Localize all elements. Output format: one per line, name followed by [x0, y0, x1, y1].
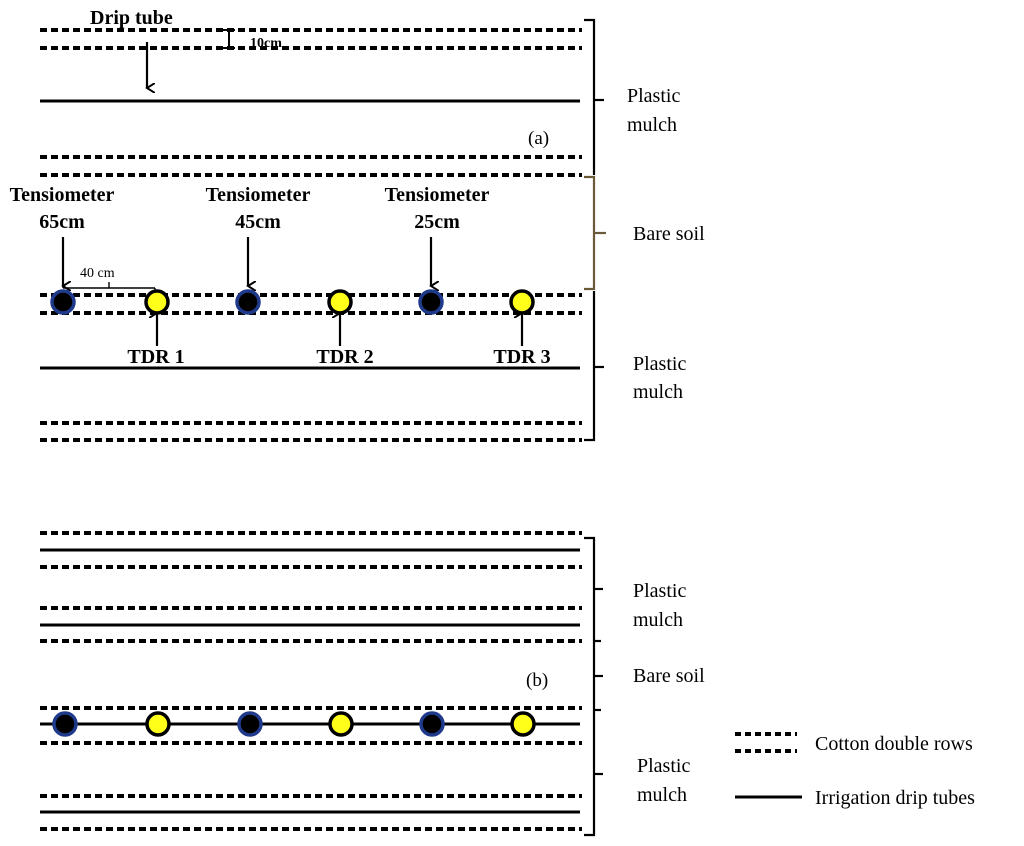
- tdr-marker: [509, 289, 535, 315]
- panel-a: [40, 18, 606, 442]
- tensiometer-marker: [237, 711, 263, 737]
- spacing-marker: [223, 29, 235, 49]
- tdr-label: TDR 3: [493, 346, 550, 368]
- tdr-label: TDR 2: [316, 346, 373, 368]
- tdr-marker: [144, 289, 170, 315]
- zone-label: mulch: [633, 609, 683, 631]
- zone-bracket-mulch-bottom: [584, 291, 604, 442]
- tensiometer-marker: [418, 289, 444, 315]
- legend-cotton-label: Cotton double rows: [815, 733, 973, 755]
- zone-bracket-b: [584, 536, 603, 837]
- zone-bracket-bare-soil: [584, 175, 606, 291]
- tdr-marker: [327, 289, 353, 315]
- legend-cotton-swatch: [735, 732, 797, 753]
- tensiometer-marker: [52, 711, 78, 737]
- tensiometer-marker: [50, 289, 76, 315]
- tensiometer-label: Tensiometer: [385, 184, 490, 206]
- tdr-marker: [328, 711, 354, 737]
- drip-tube-label: Drip tube: [90, 7, 173, 29]
- tdr-label: TDR 1: [127, 346, 184, 368]
- tensiometer-label: Tensiometer: [10, 184, 115, 206]
- tdr-marker: [510, 711, 536, 737]
- zone-label: mulch: [627, 114, 677, 136]
- legend: Cotton double rows Irrigation drip tubes: [735, 732, 975, 809]
- zone-label: Plastic: [627, 85, 680, 107]
- tensiometer-depth: 25cm: [414, 211, 460, 233]
- zone-label: Plastic: [633, 580, 686, 602]
- zone-label: Plastic: [633, 353, 686, 375]
- panel-a-tag: (a): [528, 128, 549, 149]
- zone-label: mulch: [637, 784, 687, 806]
- tensiometer-marker: [419, 711, 445, 737]
- legend-drip-label: Irrigation drip tubes: [815, 787, 975, 809]
- tdr-marker: [145, 711, 171, 737]
- tensiometer-depth: 65cm: [39, 211, 85, 233]
- cotton-rows-b: [40, 531, 582, 831]
- tensiometer-marker: [235, 289, 261, 315]
- zone-bracket-mulch-top: [584, 18, 604, 175]
- cotton-rows-a: [40, 28, 582, 442]
- sensor-gap-label: 40 cm: [80, 266, 115, 281]
- zone-label: mulch: [633, 381, 683, 403]
- zone-label: Bare soil: [633, 223, 705, 245]
- panel-b-tag: (b): [526, 670, 548, 691]
- spacing-label: 10cm: [250, 36, 282, 51]
- panel-b: [40, 531, 603, 837]
- tensiometer-depth: 45cm: [235, 211, 281, 233]
- zone-label: Plastic: [637, 755, 690, 777]
- tensiometer-label: Tensiometer: [206, 184, 311, 206]
- zone-label: Bare soil: [633, 665, 705, 687]
